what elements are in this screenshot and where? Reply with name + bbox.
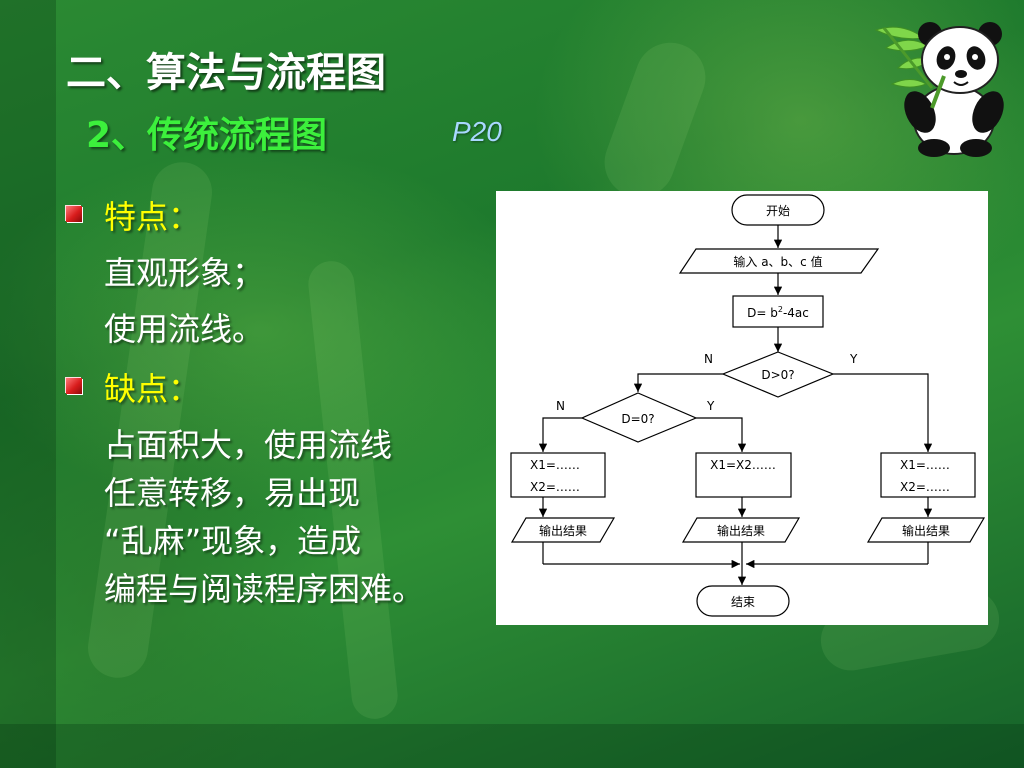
flowchart-process-node xyxy=(880,452,976,498)
flowchart-output-label: 输出结果 xyxy=(902,523,950,538)
section-line: 直观形象； xyxy=(104,254,265,292)
slide-frame-bottom xyxy=(0,724,1024,768)
flowchart-process-label: X1=X2…… xyxy=(710,458,776,472)
flowchart-output-label: 输出结果 xyxy=(717,523,765,538)
flowchart-process-label: X1=…… xyxy=(530,458,580,472)
flowchart-input-label: 输入 a、b、c 值 xyxy=(733,254,822,269)
discriminant-prefix: D= b xyxy=(747,306,778,320)
flowchart-process-label: X2=…… xyxy=(530,480,580,494)
flowchart-process-node xyxy=(510,452,606,498)
slide-title: 二、算法与流程图 xyxy=(66,50,386,96)
flowchart-process-node xyxy=(695,452,792,498)
flowchart-end-label: 结束 xyxy=(731,595,755,609)
flowchart-process-label: D= b2-4ac xyxy=(747,305,809,320)
bullet-square-icon xyxy=(66,378,82,394)
section-heading-pros: 特点： xyxy=(104,198,201,236)
flowchart-input-node xyxy=(678,248,880,274)
flowchart-output-label: 输出结果 xyxy=(539,523,587,538)
slide-subtitle: 2、传统流程图 xyxy=(86,115,328,156)
flowchart-decision-label: D>0? xyxy=(761,368,794,382)
flowchart-branch-label: N xyxy=(556,399,565,413)
flowchart-decision-node xyxy=(721,351,835,398)
section-line: 占面积大，使用流线 xyxy=(104,426,393,464)
flowchart-process-node xyxy=(732,295,824,328)
flowchart-process-label: X2=…… xyxy=(900,480,950,494)
section-line: “乱麻”现象，造成 xyxy=(104,522,362,560)
slide-frame-left xyxy=(0,0,56,768)
flowchart-output-node xyxy=(681,517,801,543)
flowchart-process-label: X1=…… xyxy=(900,458,950,472)
flowchart-branch-label: N xyxy=(704,352,713,366)
flowchart-output-node xyxy=(866,517,986,543)
panda-icon xyxy=(874,22,1004,157)
flowchart-start-label: 开始 xyxy=(766,204,790,218)
discriminant-suffix: -4ac xyxy=(783,306,809,320)
flowchart-decision-node xyxy=(580,392,698,443)
flowchart-diagram: 开始 输入 a、b、c 值 D= b2-4ac D>0? D=0? N Y N … xyxy=(510,194,986,617)
bullet-square-icon xyxy=(66,206,82,222)
section-line: 任意转移，易出现 xyxy=(104,474,361,512)
flowchart-output-node xyxy=(510,517,616,543)
flowchart-decision-label: D=0? xyxy=(621,412,654,426)
section-line: 使用流线。 xyxy=(104,310,265,348)
flowchart-end-node xyxy=(696,585,790,617)
discriminant-exponent: 2 xyxy=(778,305,783,314)
flowchart-branch-label: Y xyxy=(706,399,715,413)
page-reference: P20 xyxy=(452,116,502,147)
section-line: 编程与阅读程序困难。 xyxy=(104,570,425,608)
flowchart-panel: 开始 输入 a、b、c 值 D= b2-4ac D>0? D=0? N Y N … xyxy=(496,191,988,625)
section-heading-cons: 缺点： xyxy=(104,370,201,408)
flowchart-branch-label: Y xyxy=(849,352,858,366)
